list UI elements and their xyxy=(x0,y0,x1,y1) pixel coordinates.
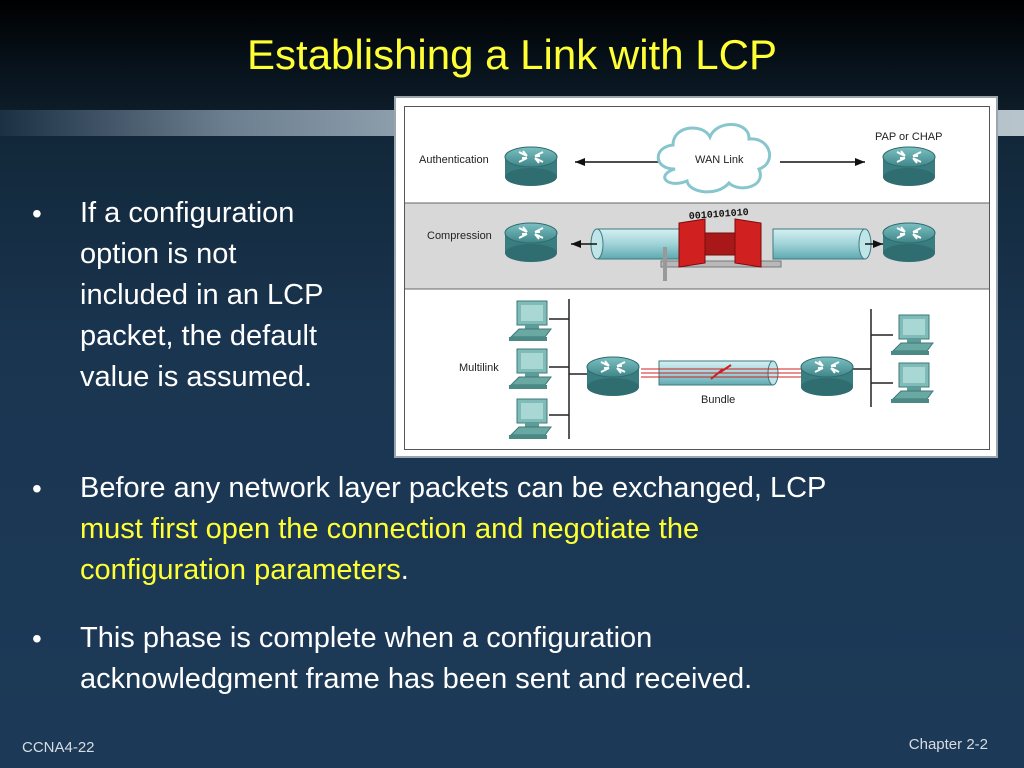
row-label-compression: Compression xyxy=(427,230,492,242)
bullet-3: • This phase is complete when a configur… xyxy=(0,618,752,700)
row-label-authentication: Authentication xyxy=(419,154,489,166)
bullet-1-line: value is assumed. xyxy=(80,361,313,393)
clamp-left-jaw xyxy=(678,218,706,268)
clamp-rail xyxy=(660,260,782,268)
title-band xyxy=(0,0,1024,110)
bundle-label: Bundle xyxy=(701,394,735,406)
bullet-2-line: Before any network layer packets can be … xyxy=(80,472,827,504)
bullet-2-line-3: configuration parameters. xyxy=(80,550,826,591)
pap-chap-label: PAP or CHAP xyxy=(875,131,942,143)
bullet-3-line: This phase is complete when a configurat… xyxy=(80,622,653,654)
compression-bits: 0010101010 xyxy=(689,208,750,223)
row-label-multilink: Multilink xyxy=(459,362,499,374)
bullet-glyph: • xyxy=(32,623,42,654)
bullet-3-text: This phase is complete when a configurat… xyxy=(48,618,752,700)
bullet-1-line: included in an LCP xyxy=(80,279,324,311)
lightning-icon xyxy=(710,364,732,380)
bullet-1-line: If a configuration xyxy=(80,197,295,229)
footer-course-code: CCNA4-22 xyxy=(22,739,95,756)
router-icon xyxy=(882,222,936,263)
bullet-1-line: option is not xyxy=(80,238,237,270)
pipe-left xyxy=(596,228,690,260)
pipe-right xyxy=(772,228,866,260)
router-icon xyxy=(882,146,936,187)
bullet-1: • If a configuration option is not inclu… xyxy=(0,193,323,398)
bullet-glyph: • xyxy=(32,198,42,229)
bullet-2-text: Before any network layer packets can be … xyxy=(48,468,826,591)
bullet-2-highlight-line: must first open the connection and negot… xyxy=(80,513,700,545)
diagram-svg: Authentication WAN Link PAP or CHAP Comp… xyxy=(405,107,989,449)
router-icon xyxy=(586,356,640,397)
diagram-canvas: Authentication WAN Link PAP or CHAP Comp… xyxy=(404,106,990,450)
router-icon xyxy=(504,146,558,187)
bullet-1-line: packet, the default xyxy=(80,320,317,352)
bullet-2-period: . xyxy=(400,554,409,586)
bullet-3-line: acknowledgment frame has been sent and r… xyxy=(80,663,753,695)
lcp-diagram: Authentication WAN Link PAP or CHAP Comp… xyxy=(394,96,998,458)
footer-chapter: Chapter 2-2 xyxy=(908,736,988,753)
router-icon xyxy=(504,222,558,263)
wan-cloud-icon xyxy=(656,123,771,194)
router-icon xyxy=(800,356,854,397)
bullet-2: • Before any network layer packets can b… xyxy=(0,468,826,591)
bullet-2-highlight-text: configuration parameters xyxy=(80,554,401,586)
slide-title: Establishing a Link with LCP xyxy=(247,31,777,78)
clamp-right-jaw xyxy=(734,218,762,268)
wan-link-label: WAN Link xyxy=(695,154,744,166)
bullet-glyph: • xyxy=(32,473,42,504)
bullet-1-text: If a configuration option is not include… xyxy=(48,193,323,398)
